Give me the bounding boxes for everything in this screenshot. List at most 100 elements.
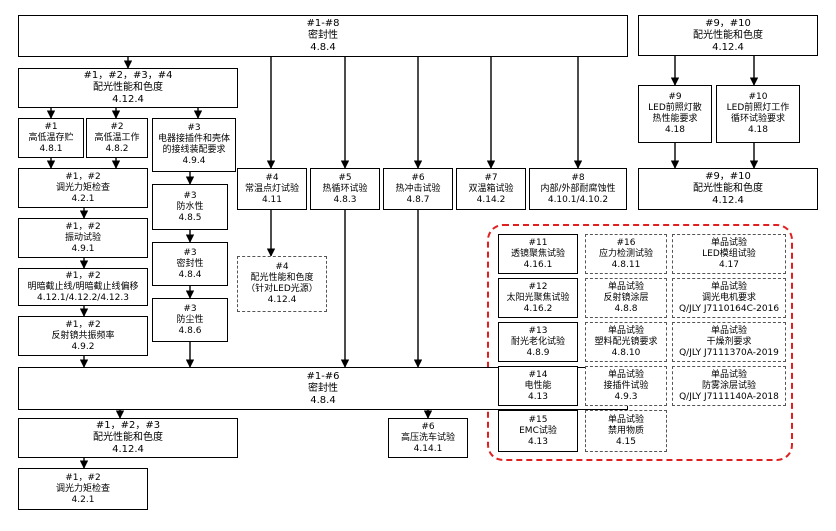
node-text-line2: 振动试验 [64,232,101,243]
node-text-line2: 热冲击试验 [395,183,441,194]
node-text-line1: #3 [183,303,197,314]
node-text-line2: 防雾涂层试验 [701,380,756,391]
node-text-line2: 耐光老化试验 [510,336,565,347]
node-text-line2: 明暗截止线/明暗截止线偏移 [27,281,139,292]
node-text-line3: 4.8.6 [178,325,202,336]
node-text-line3: 4.13 [527,436,549,447]
node-text-line1: #1，#2，#3，#4 [83,70,173,81]
node-text-line1: 单品试验 [607,414,644,425]
node-text-line1: #9，#10 [705,171,751,182]
node-text-line1: 单品试验 [607,325,644,336]
node-text-line2: 常温点灯试验 [244,183,299,194]
node-text-line2: 高低温工作 [94,132,140,143]
node-text-line3: （针对LED光源） [246,284,318,294]
node-text-line2: 禁用物质 [607,425,644,436]
node-text-line3: 4.8.3 [333,194,357,205]
node-text-line2: LED前照灯散 [648,103,702,113]
node-text-line1: #4 [275,262,289,272]
node-text-line2: 应力检测试验 [598,248,653,259]
node-text-line2: 配光性能和色度 [93,82,163,93]
node-text-line2: 干燥剂要求 [706,336,752,347]
node-text-line3: 4.12.1/4.12.2/4.12.3 [37,292,129,303]
node-text-line3: 4.8.9 [526,347,550,358]
node-text-line2: 高低温存贮 [28,132,74,143]
node-text-line3: 4.12.4 [112,94,144,105]
node-text-line1: #9，#10 [705,17,751,29]
node-text-line1: #1 [44,121,58,132]
node-text-line1: #13 [528,325,548,336]
node-text-line3: 4.10.1/4.10.2 [547,194,609,205]
node-text-line3: 热性能要求 [652,114,698,124]
node-text-line2: 密封性 [308,30,338,41]
node-text-line2: 透镜聚焦试验 [510,248,565,259]
node-text-line3: 4.9.1 [71,243,95,254]
node-text-line1: #4 [265,172,279,183]
node-text-line2: 反射镜共振频率 [51,330,115,341]
node-text-line1: #1，#2 [65,221,101,232]
node-text-line1: #1，#2，#3 [95,420,161,431]
node-text-line3: 4.8.4 [310,394,336,406]
node-text-line2: LED前照灯工作 [726,103,790,113]
node-text-line1: #2 [110,121,124,132]
node-text-line3: 4.17 [718,259,740,270]
node-text-line2: 内部/外部耐腐蚀性 [540,183,616,194]
node-text-line3: 4.9.2 [71,341,95,352]
node-text-line2: 防尘性 [176,314,204,325]
node-text-line4: 4.9.4 [182,156,206,166]
node-text-line3: 4.16.2 [523,303,553,314]
node-text-line3: Q/JLY J7111140A-2018 [679,391,779,402]
node-text-line1: #3 [183,247,197,258]
node-text-line1: #5 [338,172,352,183]
node-text-line1: 单品试验 [607,281,644,292]
node-text-line3: 4.8.4 [178,269,202,280]
node-text-line2: 配光性能和色度 [693,183,763,194]
node-text-line2: 调光电机要求 [701,292,756,303]
node-text-line1: #1，#2 [65,319,101,330]
node-text-line2: 密封性 [308,382,338,394]
node-text-line1: #1-#8 [306,18,340,29]
node-text-line4: 4.18 [747,125,769,135]
node-text-line2: 电器接插件和壳体 [157,134,230,144]
node-text-line3: Q/JLY J7110164C-2016 [678,303,780,314]
node-text-line2: 电性能 [524,380,552,391]
node-text-line1: #16 [616,237,636,248]
node-text-line1: 单品试验 [710,237,747,248]
node-text-line3: 4.8.1 [39,143,63,154]
node-text-line2: EMC试验 [519,425,557,436]
node-text-line1: #6 [421,421,435,432]
node-text-line4: 4.12.4 [267,295,297,305]
node-text-line2: 配光性能和色度 [93,432,163,443]
node-text-line3: 4.14.2 [476,194,506,205]
node-text-line3: 4.2.1 [71,193,95,204]
node-text-line1: #10 [748,92,768,102]
node-text-line3: 的接线装配要求 [162,145,226,155]
node-text-line3: 4.2.1 [71,494,95,505]
node-text-line2: 调光力矩检查 [55,182,110,193]
node-text-line2: 双温箱试验 [468,183,514,194]
node-text-line1: #7 [484,172,498,183]
node-text-line1: 单品试验 [607,369,644,380]
node-text-line4: 4.18 [664,125,686,135]
